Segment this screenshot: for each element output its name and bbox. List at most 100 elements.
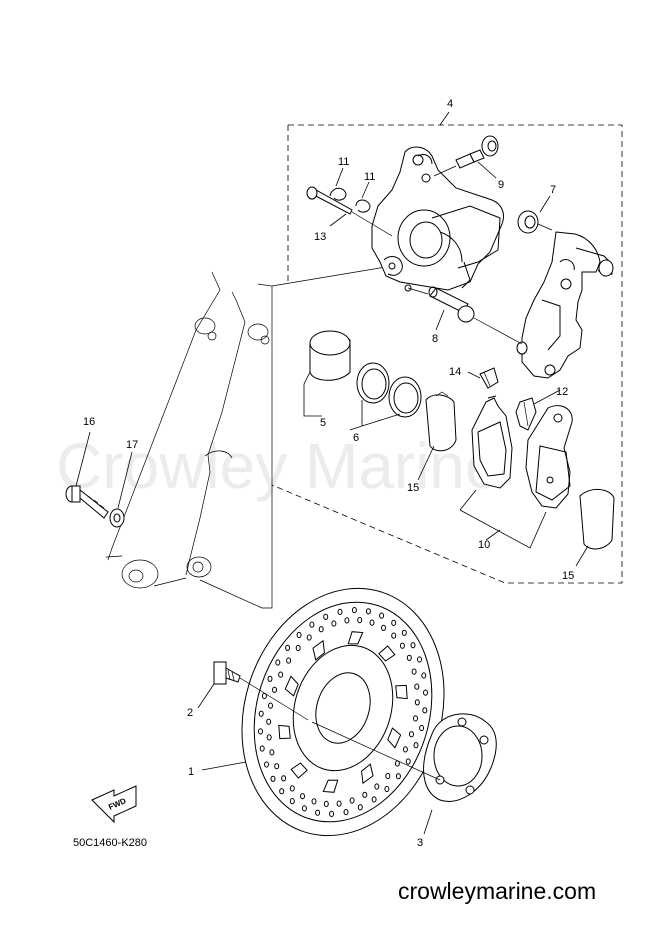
disc-hole xyxy=(399,642,405,649)
disc-vent-slot xyxy=(387,727,402,749)
caliper-assembly-boundary xyxy=(271,124,623,584)
disc-vent-slot xyxy=(378,645,396,662)
pad-shim-right xyxy=(579,489,615,550)
brake-pad-inner xyxy=(471,395,513,489)
disc-hole xyxy=(401,629,407,636)
disc-hole xyxy=(381,624,386,631)
diagram-code: 50C1460-K280 xyxy=(73,837,147,849)
disc-hole xyxy=(391,619,397,627)
disc-hole xyxy=(417,656,422,663)
fwd-arrow-icon: FWD xyxy=(91,785,137,824)
disc-hole xyxy=(357,804,363,811)
callout-16: 16 xyxy=(83,416,95,428)
bleed-screw xyxy=(433,135,499,177)
callout-10: 10 xyxy=(478,539,490,551)
disc-hole xyxy=(274,763,280,770)
disc-hole xyxy=(402,746,408,753)
disc-vent-slot xyxy=(312,639,326,661)
disc-hole xyxy=(258,728,263,735)
disc-hole xyxy=(395,773,401,780)
disc-hole xyxy=(423,689,428,696)
disc-bolt xyxy=(213,661,309,721)
disc-hole xyxy=(289,785,295,792)
disc-plate xyxy=(311,713,497,802)
disc-hole xyxy=(374,783,380,790)
disc-hole xyxy=(365,608,371,615)
disc-hole xyxy=(295,644,301,652)
disc-hole xyxy=(406,654,412,661)
disc-hole xyxy=(413,742,419,749)
disc-hole xyxy=(311,798,317,805)
disc-hole xyxy=(266,718,272,725)
brake-disc xyxy=(241,587,445,837)
callout-15-a: 15 xyxy=(407,482,419,494)
disc-hole xyxy=(409,731,414,738)
disc-hole xyxy=(379,612,385,619)
disc-hole xyxy=(385,772,391,780)
disc-hole xyxy=(422,707,428,714)
disc-hole xyxy=(323,800,329,808)
disc-hole xyxy=(362,791,368,798)
caliper-bolt xyxy=(65,485,109,519)
disc-hole xyxy=(301,805,307,812)
fork-leg xyxy=(105,257,441,609)
disc-hole xyxy=(349,797,355,804)
disc-vent-slot xyxy=(347,631,364,645)
disc-hole xyxy=(369,619,375,626)
callout-4: 4 xyxy=(447,98,453,110)
callout-6: 6 xyxy=(353,432,359,444)
disc-hole xyxy=(405,758,411,765)
disc-hole xyxy=(275,659,281,666)
disc-hole xyxy=(289,798,295,805)
callout-11-a: 11 xyxy=(338,156,349,168)
dust-boot xyxy=(517,210,553,234)
disc-hole xyxy=(315,809,321,816)
callout-labels: 4 11 11 9 7 13 8 14 12 6 5 16 17 15 10 1… xyxy=(83,98,574,849)
disc-hole xyxy=(343,809,349,816)
piston-seal xyxy=(356,362,390,404)
disc-hole xyxy=(351,607,357,614)
disc-hole xyxy=(411,668,417,675)
disc-vent-slot xyxy=(284,675,299,697)
caliper-bracket xyxy=(516,231,614,379)
disc-hole xyxy=(306,634,312,641)
disc-hole xyxy=(323,613,329,620)
website-url: crowleymarine.com xyxy=(398,878,596,904)
callout-1: 1 xyxy=(188,766,194,778)
callout-13: 13 xyxy=(314,231,326,243)
disc-vent-slot xyxy=(278,724,291,740)
disc-hole xyxy=(329,810,335,818)
disc-hole xyxy=(285,644,291,651)
callout-9: 9 xyxy=(498,179,504,191)
disc-vent-slot xyxy=(395,684,408,700)
disc-hole xyxy=(309,621,315,628)
caliper-body xyxy=(371,146,505,292)
callout-2: 2 xyxy=(187,707,193,719)
disc-hole xyxy=(419,724,425,732)
disc-hole xyxy=(264,761,269,768)
washer xyxy=(109,508,125,528)
pad-pin xyxy=(306,186,393,237)
pad-clip xyxy=(515,397,537,431)
callout-8: 8 xyxy=(432,333,438,345)
slide-pin xyxy=(407,286,523,345)
disc-hole xyxy=(278,671,284,678)
disc-hole xyxy=(318,626,324,633)
disc-vent-slot xyxy=(322,779,339,793)
dust-seal xyxy=(388,376,422,418)
caliper-piston xyxy=(309,330,351,381)
disc-hole xyxy=(384,785,390,793)
disc-hole xyxy=(259,745,265,752)
callout-15-b: 15 xyxy=(562,570,574,582)
callout-11-b: 11 xyxy=(364,171,375,183)
pad-spring xyxy=(479,367,499,389)
disc-hole xyxy=(296,631,302,639)
disc-hole xyxy=(336,800,342,807)
disc-hole xyxy=(414,683,420,690)
callout-12: 12 xyxy=(556,386,568,398)
watermark-text: Crowley Marine xyxy=(56,430,501,502)
disc-hole xyxy=(357,617,363,624)
callout-3: 3 xyxy=(417,837,423,849)
disc-hole xyxy=(269,749,275,756)
